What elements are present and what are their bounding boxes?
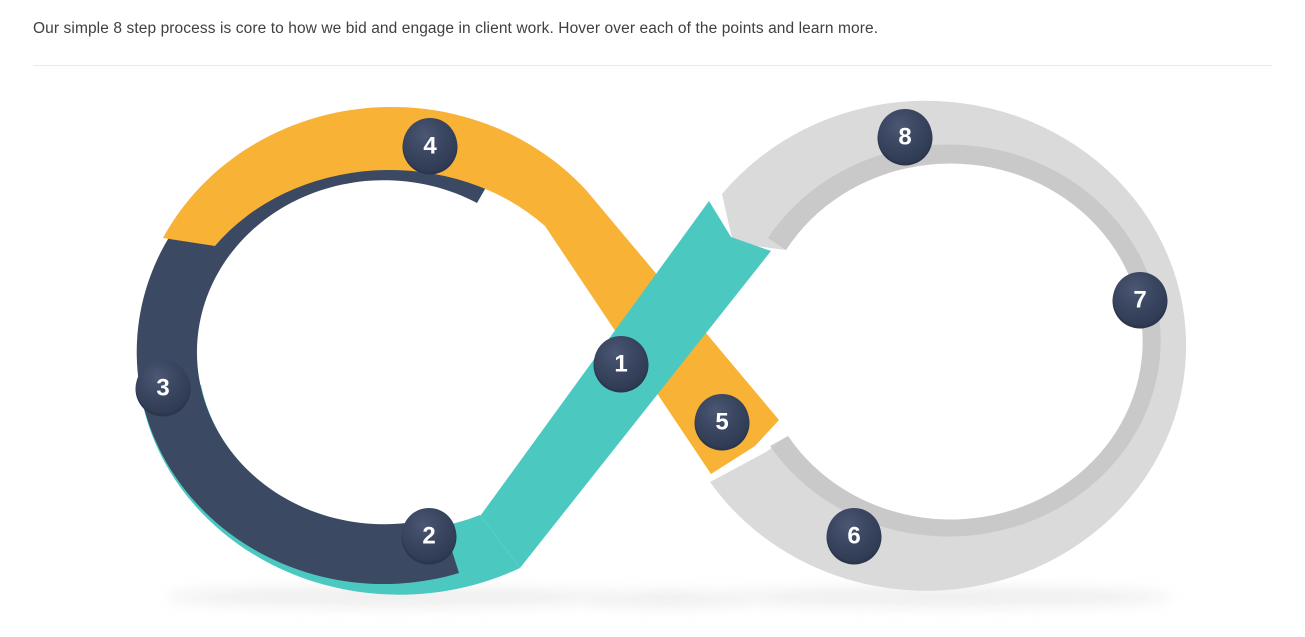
step-circle	[594, 336, 648, 390]
step-number: 8	[898, 124, 911, 151]
step-circle	[827, 508, 881, 562]
step-point-3[interactable]: 3	[135, 360, 191, 417]
gray-ribbon	[710, 100, 1187, 591]
step-point-2[interactable]: 2	[401, 508, 457, 565]
step-point-5[interactable]: 5	[694, 394, 750, 451]
step-circle	[1113, 272, 1167, 326]
step-point-1[interactable]: 1	[593, 336, 649, 393]
step-number: 1	[614, 351, 627, 378]
right-loop-shadow	[723, 587, 1173, 607]
step-number: 6	[847, 523, 860, 550]
step-circle	[878, 109, 932, 163]
navy-ribbon	[136, 120, 507, 585]
step-number: 7	[1133, 287, 1146, 314]
left-loop-shadow	[165, 587, 615, 607]
step-circle	[136, 360, 190, 414]
steps-layer: 1 2 3 4 5 6 7 8	[135, 109, 1168, 565]
step-number: 4	[423, 133, 437, 160]
center-shadow	[588, 591, 748, 607]
step-circle	[403, 118, 457, 172]
step-point-4[interactable]: 4	[402, 118, 458, 175]
step-circle	[402, 508, 456, 562]
step-point-7[interactable]: 7	[1112, 272, 1168, 329]
step-point-8[interactable]: 8	[877, 109, 933, 166]
floor-shadows	[165, 587, 1173, 607]
step-number: 2	[422, 523, 435, 550]
divider-line	[33, 65, 1272, 66]
step-point-6[interactable]: 6	[826, 508, 882, 565]
step-number: 5	[715, 409, 728, 436]
step-circle	[695, 394, 749, 448]
page-instruction: Our simple 8 step process is core to how…	[33, 20, 879, 37]
step-number: 3	[156, 375, 169, 402]
